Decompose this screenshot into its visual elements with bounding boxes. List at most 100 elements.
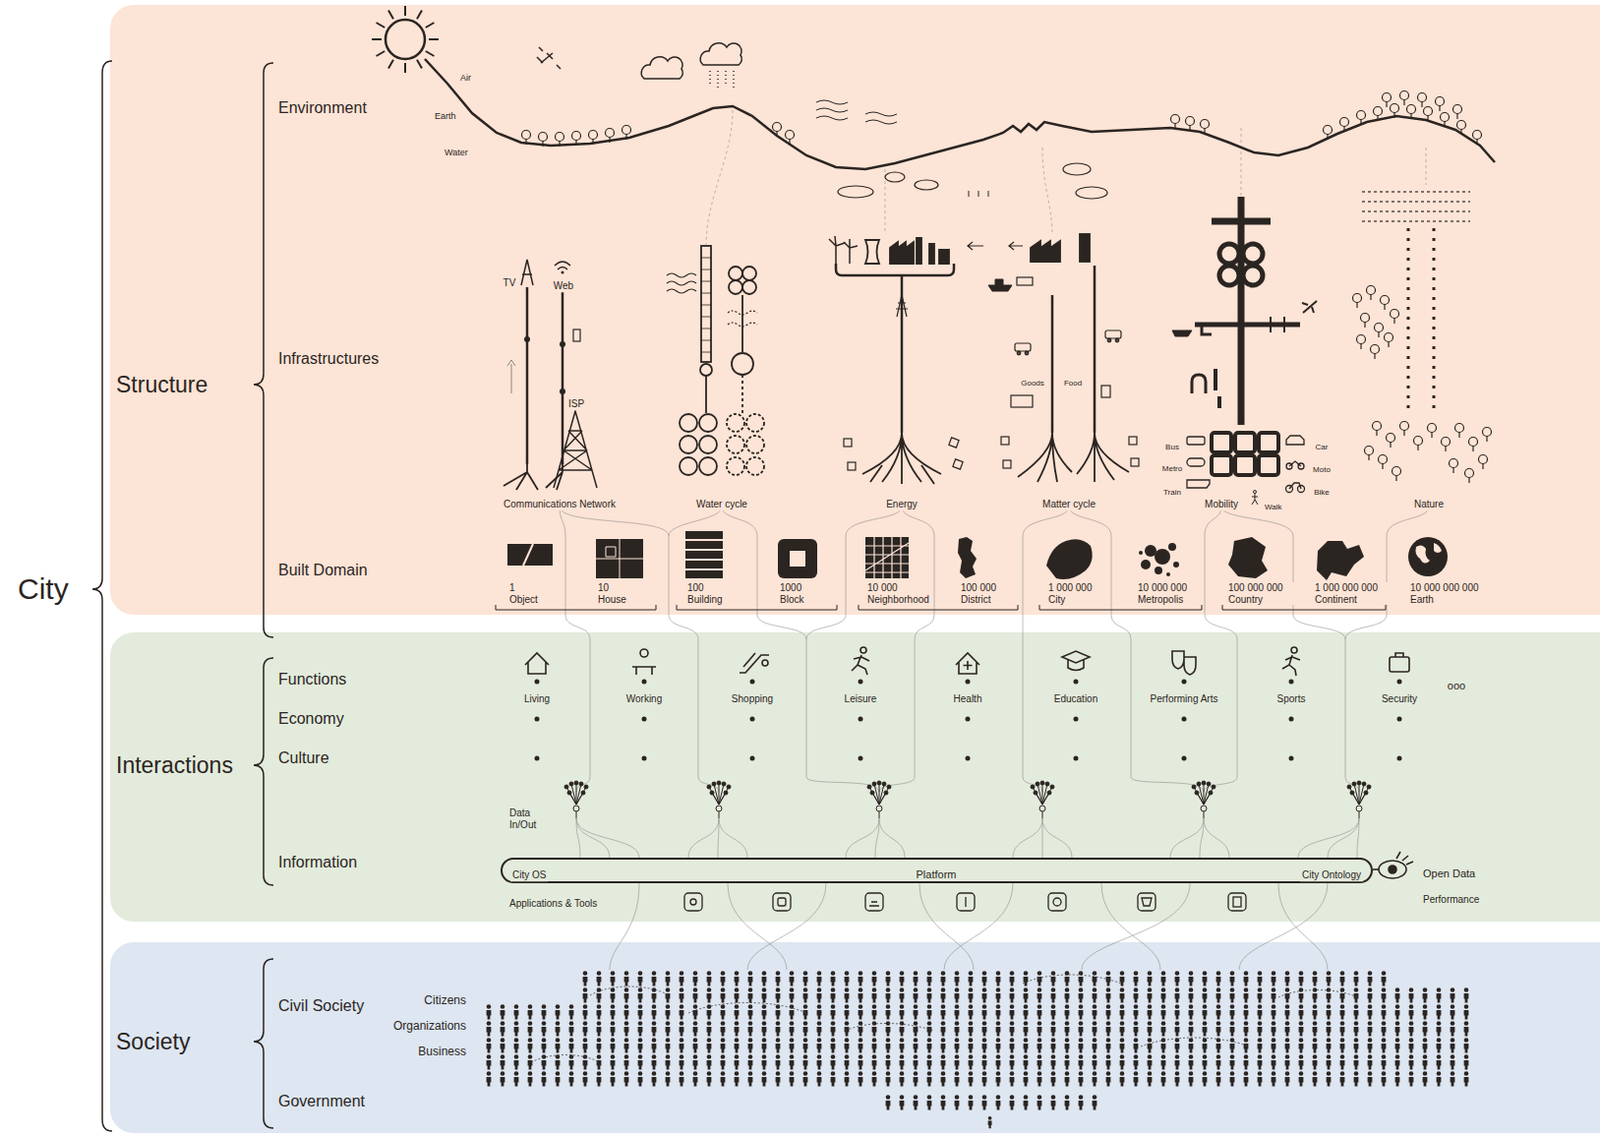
mobility-network — [1235, 455, 1255, 475]
network-line — [806, 506, 902, 640]
layer-label: Government — [276, 1092, 367, 1111]
matter-cycle — [1017, 352, 1021, 356]
function-label: Health — [951, 693, 985, 706]
function-icon — [955, 652, 980, 674]
network-line — [1345, 506, 1429, 640]
icon-label: Bus — [1163, 442, 1182, 452]
people-crowd — [481, 969, 1474, 1128]
water-cycle — [728, 266, 743, 281]
data-collector — [882, 781, 887, 786]
matter-cycle — [1128, 436, 1137, 445]
environment — [1457, 120, 1467, 136]
nature — [1469, 437, 1479, 453]
matter-cycle — [988, 234, 1139, 482]
app-icon — [865, 892, 884, 911]
app-icon — [869, 901, 880, 906]
scale-icon — [685, 531, 723, 539]
nature — [1374, 323, 1384, 339]
environment — [424, 59, 1495, 170]
app-icon — [956, 892, 975, 911]
matter-cycle — [1003, 460, 1011, 469]
app-icon — [772, 892, 791, 911]
mobility-network — [1211, 455, 1232, 475]
nature — [1408, 228, 1434, 414]
actor-label: Citizens — [421, 994, 469, 1008]
mobility-network — [1289, 461, 1302, 467]
system-label: Water cycle — [694, 498, 750, 511]
matter-cycle — [1014, 343, 1031, 352]
mobility-network — [1253, 490, 1257, 494]
function-label: Security — [1379, 693, 1420, 706]
network-line — [721, 506, 880, 792]
matter-cycle — [1108, 339, 1112, 343]
matter-cycle — [988, 279, 1012, 292]
energy-network — [843, 438, 852, 447]
people-crowd — [988, 1116, 993, 1128]
scale-label: 1 000 000 000 Continent — [1312, 582, 1388, 605]
mobility-network — [1201, 324, 1212, 335]
mobility-network — [1258, 432, 1279, 453]
dot — [534, 679, 540, 685]
ellipsis-mark: ooo — [1445, 679, 1468, 693]
scale-icon — [1168, 542, 1177, 551]
layer-label: Economy — [276, 710, 347, 728]
communications-network — [553, 411, 597, 488]
communications-network — [526, 287, 530, 465]
data-collector — [1035, 781, 1040, 786]
environment — [1407, 105, 1417, 120]
water-cycle — [699, 435, 717, 454]
water-cycle — [701, 257, 712, 353]
data-collector — [1196, 781, 1201, 786]
environment — [522, 130, 532, 146]
function-icon — [860, 647, 867, 653]
communications-network — [507, 359, 516, 394]
network-line — [706, 110, 733, 246]
people-crowd — [578, 969, 1391, 987]
network-line — [1012, 818, 1072, 858]
environment — [1382, 93, 1392, 109]
water-cycle — [705, 375, 708, 414]
app-icon — [964, 896, 966, 907]
data-collector — [566, 782, 587, 819]
nature — [1370, 345, 1380, 360]
scale-icon — [1228, 536, 1268, 579]
environment — [1453, 105, 1463, 120]
scale-label: 1 000 000 City — [1046, 582, 1104, 605]
scale-icon — [1138, 550, 1143, 555]
nature — [1414, 436, 1423, 452]
element-label: Air — [458, 72, 474, 83]
brace — [92, 60, 113, 1131]
environment — [1440, 113, 1450, 128]
network-line — [576, 818, 640, 858]
scale-icon — [957, 536, 977, 579]
data-collector — [579, 781, 584, 786]
environment — [968, 190, 989, 197]
environment — [1400, 91, 1410, 107]
data-collector — [1191, 784, 1196, 789]
environment — [1435, 97, 1445, 113]
data-collector — [1357, 780, 1362, 785]
scale-icon — [523, 543, 534, 566]
data-collector — [710, 790, 714, 795]
scale-bracket — [495, 604, 1386, 610]
matter-cycle — [1130, 458, 1139, 467]
environment — [710, 70, 734, 89]
open-data-eye — [1388, 865, 1397, 874]
data-collector — [564, 780, 1371, 819]
nature — [1357, 335, 1366, 351]
water-cycle — [741, 374, 744, 414]
network-line — [688, 818, 748, 858]
environment — [1075, 186, 1108, 199]
energy-network — [865, 239, 880, 264]
energy-network — [829, 236, 1023, 484]
band-title: Interactions — [114, 752, 236, 778]
environment — [1357, 111, 1366, 126]
energy-network — [829, 236, 858, 264]
environment — [816, 100, 897, 124]
mobility-network — [1298, 485, 1305, 493]
people-crowd — [578, 986, 1474, 1004]
nature — [1449, 459, 1459, 475]
dot — [642, 756, 648, 762]
data-collector — [1206, 781, 1211, 786]
dot — [1397, 716, 1403, 722]
